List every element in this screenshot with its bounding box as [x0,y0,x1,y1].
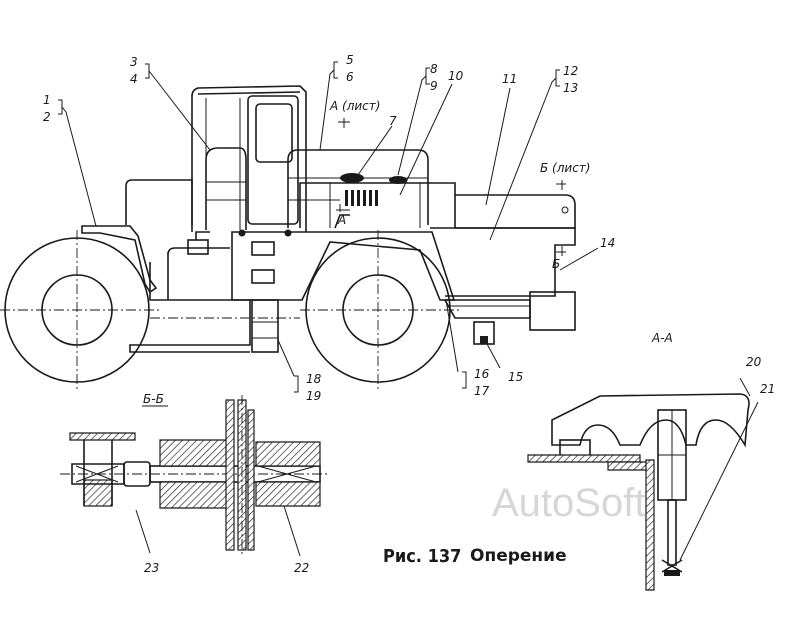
callout-11: 11 [502,72,517,86]
callout-16: 16 [474,367,490,381]
section-bb-detail [60,395,330,557]
callout-20: 20 [746,355,762,369]
front-bumper [443,299,531,319]
callout-3: 3 [130,55,138,69]
section-a-list-label: А (лист) [329,99,380,113]
rear-fender [81,225,158,294]
callout-2: 2 [43,110,51,124]
section-b-list-label: Б (лист) [540,161,590,175]
section-bb-title: Б-Б [143,392,164,406]
figure-number: Рис. 137 [383,546,461,567]
section-aa-title: А-А [651,331,673,345]
callout-17: 17 [474,384,490,398]
callout-23: 23 [144,561,159,575]
watermark: AutoSoft [492,481,645,525]
callout-8: 8 [430,62,438,76]
callout-10: 10 [448,69,464,83]
callout-12: 12 [563,64,578,78]
section-a-mark: А [337,213,346,227]
callout-13: 13 [563,81,578,95]
callout-18: 18 [306,372,322,386]
rear-wheel [0,230,160,390]
cab [191,85,307,232]
callout-9: 9 [430,79,438,93]
step [251,299,279,353]
rear-body [125,179,193,225]
callout-19: 19 [306,389,321,403]
callout-6: 6 [346,70,354,84]
callout-labels: 1 2 3 4 5 6 7 8 9 10 11 12 13 14 15 16 1… [43,53,775,575]
callout-14: 14 [600,236,615,250]
callout-1: 1 [43,93,51,107]
section-b-mark: Б [552,257,560,271]
tractor-side-view [0,85,576,390]
callout-22: 22 [294,561,309,575]
engine-hood [299,173,456,229]
section-labels: А (лист) А Б (лист) Б А-А Б-Б [143,99,673,406]
front-body [455,194,576,229]
leader-lines [58,61,599,407]
callout-7: 7 [389,114,397,128]
callout-4: 4 [130,72,138,86]
callout-15: 15 [508,370,523,384]
front-handrail [287,149,429,228]
callout-5: 5 [346,53,354,67]
figure-title: Оперение [470,546,567,566]
callout-21: 21 [760,382,775,396]
hood-grille [345,190,378,206]
figure-caption: Рис. 137 Оперение [383,546,567,567]
section-aa-detail [527,377,759,591]
